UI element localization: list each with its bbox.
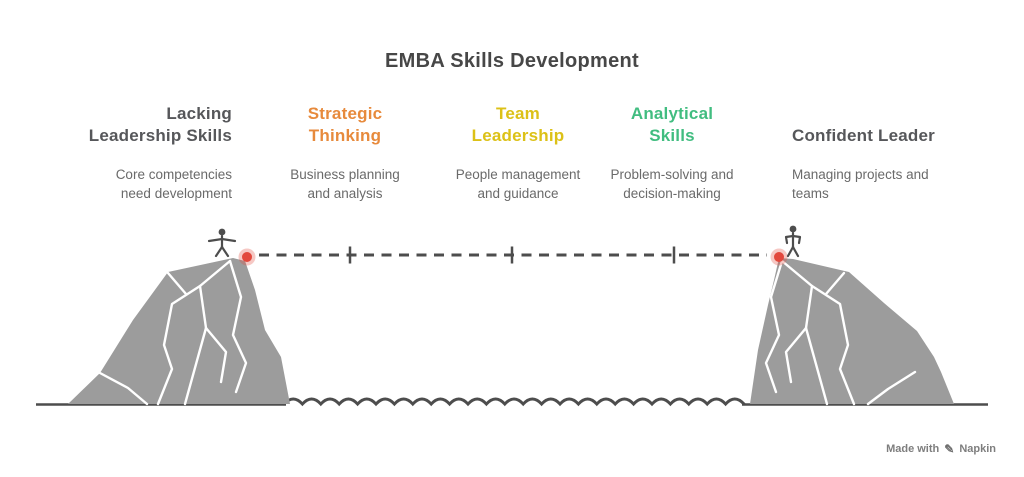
watermark-made-with: Made with xyxy=(886,443,940,455)
stage-heading: Team Leadership xyxy=(471,104,565,145)
left-cliff xyxy=(68,258,290,406)
right-cliff xyxy=(750,258,954,406)
victor-figure-right xyxy=(784,225,802,258)
milestone-ticks xyxy=(348,246,676,264)
stage-heading: Strategic Thinking xyxy=(307,104,383,145)
napkin-logo-icon: ✎ xyxy=(944,442,955,456)
stage-team-leadership: Team Leadership People management and gu… xyxy=(418,103,618,203)
end-marker xyxy=(770,248,788,266)
stage-strategic-thinking: Strategic Thinking Business planning and… xyxy=(245,103,445,203)
stage-heading: Analytical Skills xyxy=(630,104,714,145)
stage-description: Core competencies need development xyxy=(115,167,232,201)
right-cliff-body xyxy=(750,258,954,404)
start-marker xyxy=(238,248,256,266)
watermark: Made with ✎ Napkin xyxy=(886,443,996,455)
left-cliff-body xyxy=(68,258,290,404)
water-wave-line xyxy=(282,397,746,407)
stage-description: Business planning and analysis xyxy=(290,167,400,201)
stage-heading: Confident Leader xyxy=(792,126,935,145)
watermark-brand: Napkin xyxy=(959,443,996,455)
diagram-title: EMBA Skills Development xyxy=(385,50,639,72)
right-cliff-cracks xyxy=(764,259,917,406)
stage-heading: Lacking Leadership Skills xyxy=(88,104,232,145)
stage-lacking-leadership-skills: Lacking Leadership Skills Core competenc… xyxy=(12,103,232,203)
climber-figure-left xyxy=(207,228,237,258)
stage-confident-leader: Confident Leader Managing projects and t… xyxy=(792,103,1012,203)
stage-description: People management and guidance xyxy=(455,167,581,201)
left-cliff-cracks xyxy=(98,259,248,406)
stage-analytical-skills: Analytical Skills Problem-solving and de… xyxy=(572,103,772,203)
stage-description: Managing projects and teams xyxy=(792,167,929,201)
stage-description: Problem-solving and decision-making xyxy=(610,167,734,201)
